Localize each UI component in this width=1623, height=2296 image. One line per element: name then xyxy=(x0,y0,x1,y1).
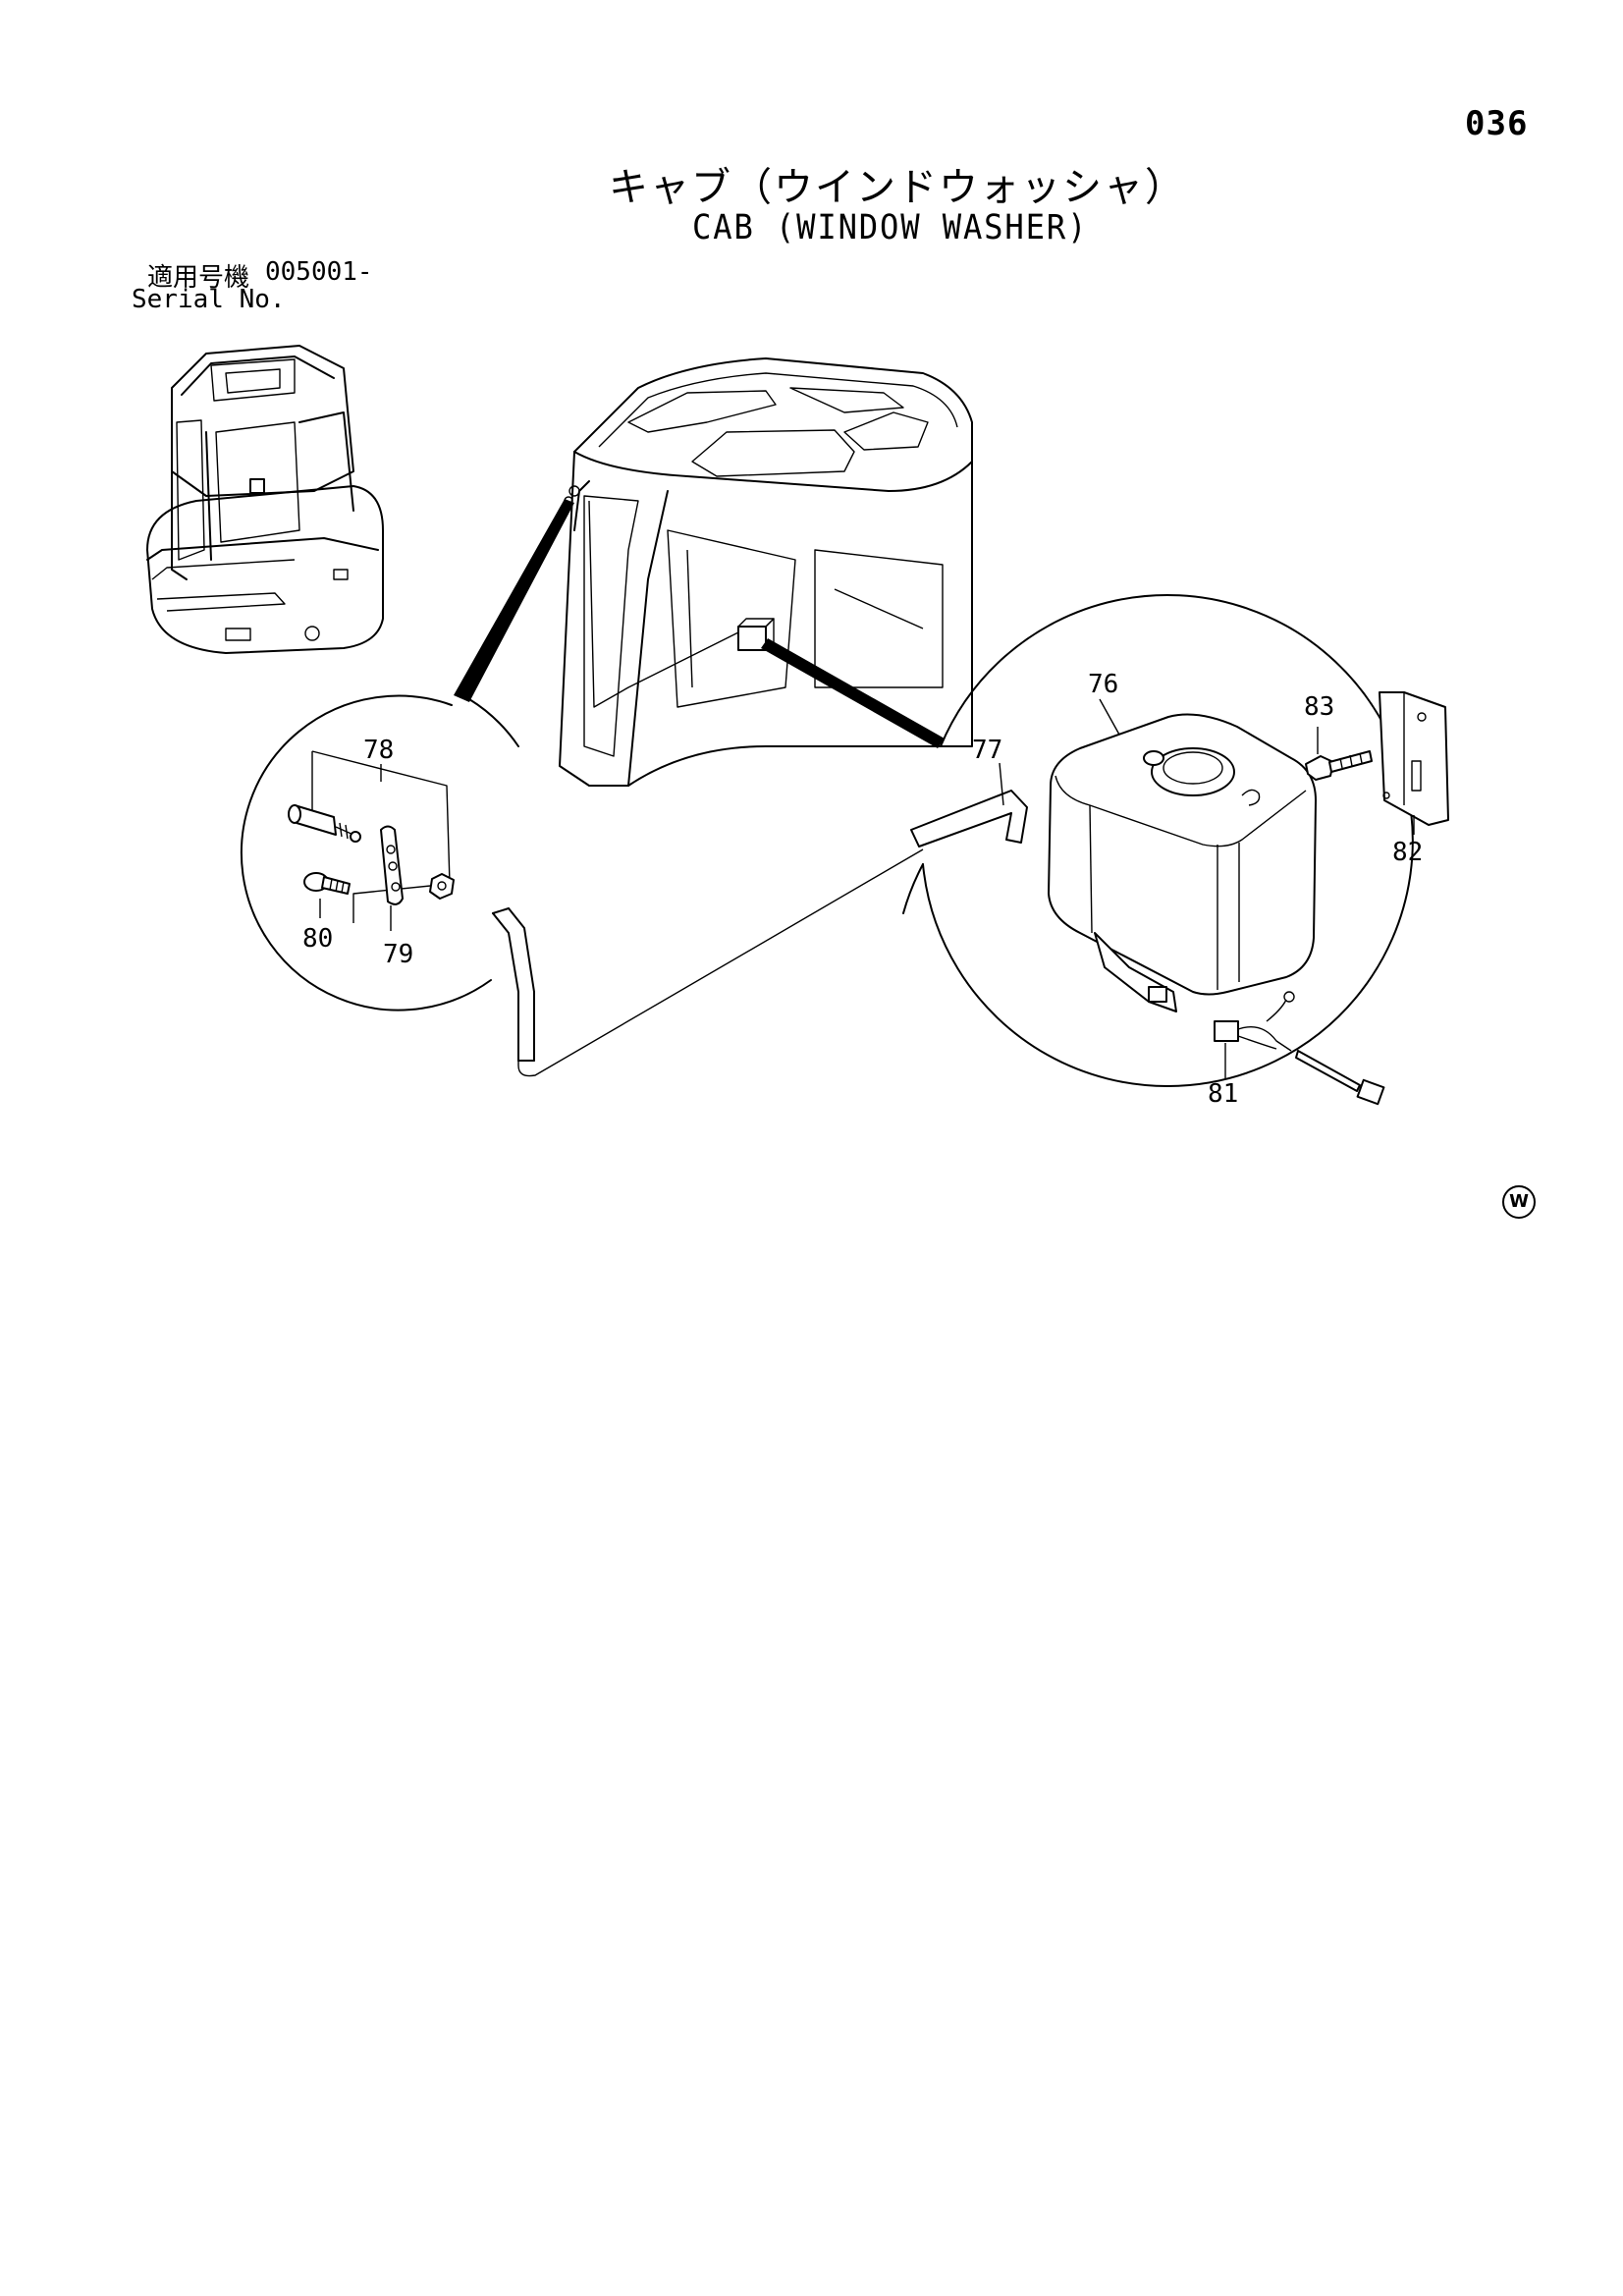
callout-82: 82 xyxy=(1392,838,1423,867)
serial-code: 005001- xyxy=(265,257,373,287)
detail-leader-right xyxy=(761,638,945,748)
callout-81: 81 xyxy=(1208,1079,1238,1109)
washer-tank-detail-view: 76 77 83 82 81 xyxy=(902,594,1449,1109)
callout-80: 80 xyxy=(302,924,333,954)
machine-overview-illustration xyxy=(146,345,384,654)
callout-76: 76 xyxy=(1088,670,1118,699)
serial-label-english: Serial No. xyxy=(132,285,286,314)
callout-77: 77 xyxy=(972,736,1002,765)
page-title-english: CAB (WINDOW WASHER) xyxy=(692,208,1089,247)
cab-illustration xyxy=(559,357,973,787)
washer-hose xyxy=(492,790,1028,1077)
corner-w-mark: W xyxy=(1502,1185,1536,1219)
callout-83: 83 xyxy=(1304,692,1334,722)
nozzle-detail-view: 78 80 79 xyxy=(240,694,519,1011)
page-title-japanese: キャブ（ウインドウォッシャ） xyxy=(609,165,1186,210)
detail-leader-left xyxy=(454,499,574,702)
callout-78: 78 xyxy=(363,736,394,765)
page-number: 036 xyxy=(1465,104,1529,143)
callout-79: 79 xyxy=(383,940,413,969)
serial-label-japanese: 適用号機 xyxy=(147,263,250,293)
